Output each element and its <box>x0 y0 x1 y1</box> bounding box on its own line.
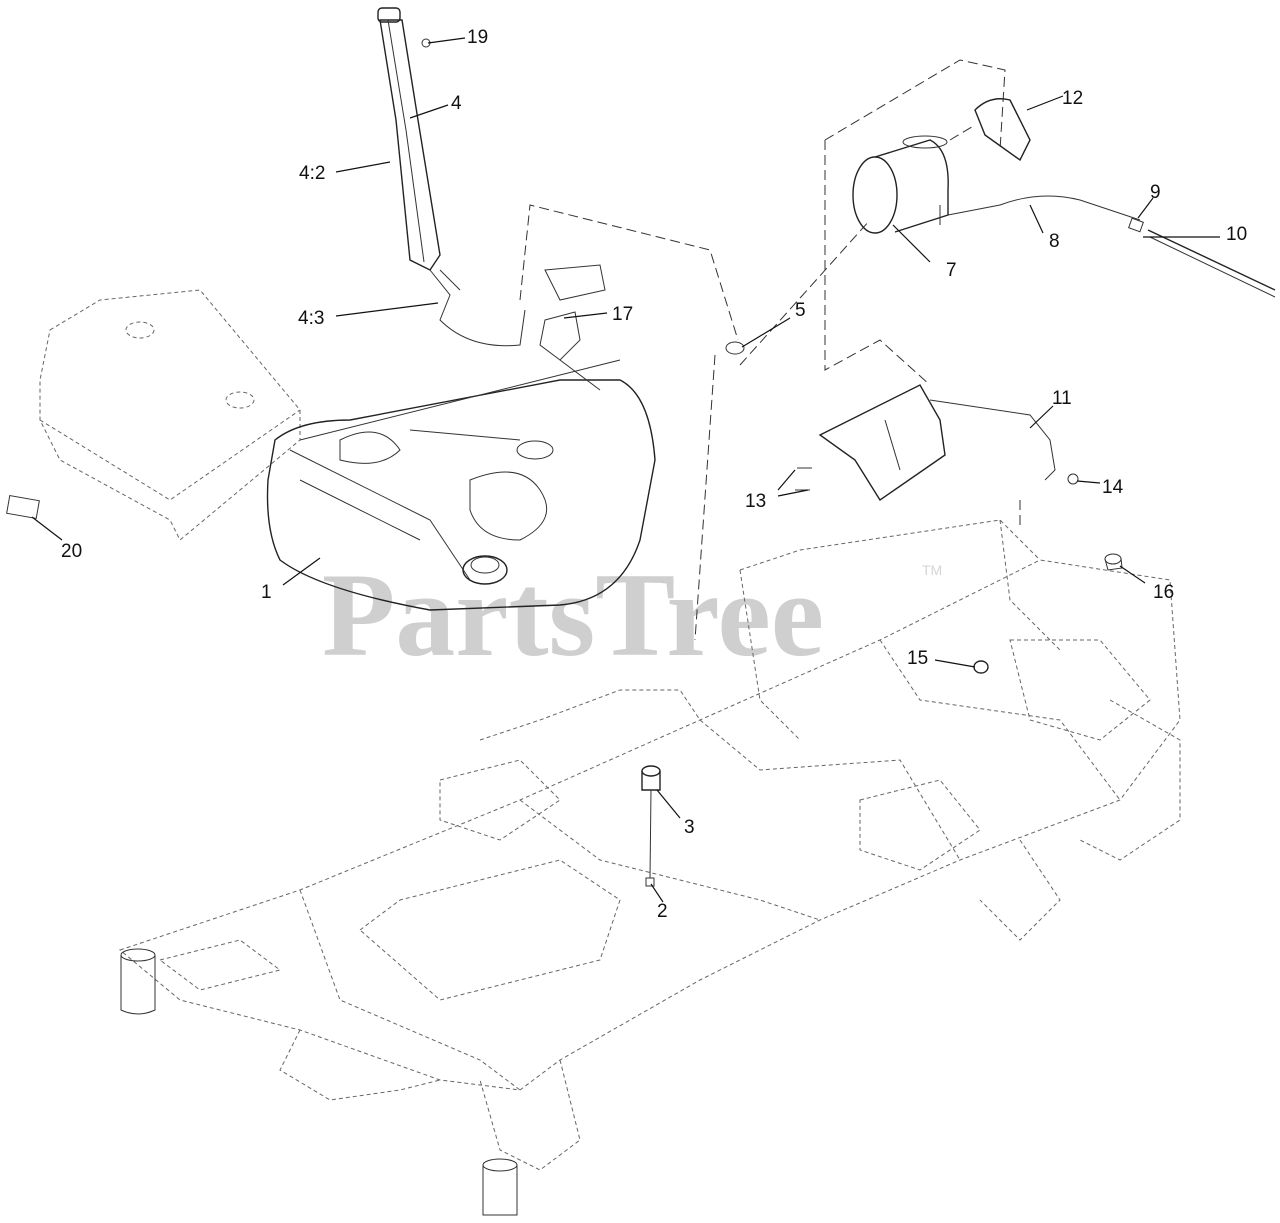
fuel-tank-part <box>266 359 656 611</box>
heat-shield-part <box>6 289 301 541</box>
filler-hose-part <box>377 7 526 347</box>
callout-3: 3 <box>684 817 695 838</box>
callout-8: 8 <box>1049 231 1060 252</box>
callout-14: 14 <box>1102 477 1124 498</box>
strap-part <box>974 98 1031 162</box>
watermark-text: PartsTree <box>322 548 824 681</box>
callout-4-3: 4:3 <box>298 308 324 329</box>
callout-16: 16 <box>1153 582 1174 603</box>
watermark-tm: TM <box>922 562 942 578</box>
canister-part <box>852 135 1141 234</box>
callout-5: 5 <box>795 300 806 321</box>
callout-11: 11 <box>1052 388 1072 409</box>
callout-19: 19 <box>467 27 488 48</box>
callout-labels: 19 4 4:2 4:3 17 5 7 8 9 10 11 12 13 14 1… <box>61 27 1247 922</box>
callout-20: 20 <box>61 541 82 562</box>
callout-15: 15 <box>907 648 928 669</box>
leader-lines <box>31 37 1220 903</box>
callout-13: 13 <box>745 491 766 512</box>
callout-1: 1 <box>261 582 272 603</box>
chassis-frame <box>118 519 1181 1171</box>
callout-10: 10 <box>1226 224 1247 245</box>
callout-4-2: 4:2 <box>299 163 325 184</box>
vent-hose-part <box>1128 217 1276 298</box>
canister-bracket-part <box>818 384 1056 501</box>
callout-9: 9 <box>1150 182 1161 203</box>
small-parts <box>421 38 1123 887</box>
callout-17: 17 <box>612 304 633 325</box>
callout-2: 2 <box>657 901 668 922</box>
frame-posts <box>120 948 518 1216</box>
callout-7: 7 <box>946 260 957 281</box>
callout-12: 12 <box>1062 88 1083 109</box>
bracket-part <box>539 264 606 361</box>
callout-4: 4 <box>451 93 462 114</box>
assembly-lines <box>519 59 1021 641</box>
